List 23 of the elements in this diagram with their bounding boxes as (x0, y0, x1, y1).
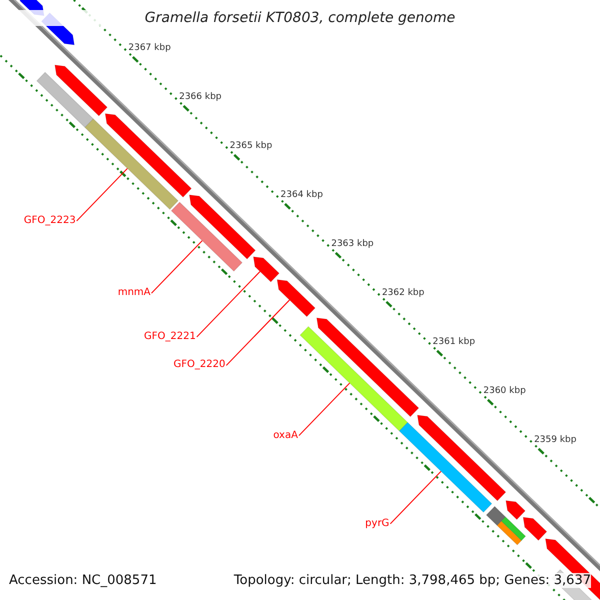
scale-label: 2362 kbp (382, 288, 424, 298)
leader-line (196, 270, 261, 338)
scale-label: 2364 kbp (280, 190, 323, 200)
scale-label: 2359 kbp (534, 435, 576, 446)
scale-label: 2367 kbp (128, 43, 171, 54)
gene-label: GFO_2220 (173, 359, 226, 372)
scale-label: 2363 kbp (331, 239, 374, 250)
leader-line (151, 240, 203, 294)
accession-text: Accession: NC_008571 (9, 573, 157, 588)
gene-label: GFO_2221 (144, 330, 196, 343)
scale-label: 2366 kbp (179, 92, 222, 102)
scale-label: 2361 kbp (432, 337, 476, 348)
gene-label: oxaA (273, 430, 298, 442)
scale-label: 2360 kbp (483, 386, 526, 396)
gene-label: pyrG (365, 518, 390, 530)
gene-label: mnmA (118, 287, 150, 300)
leader-line (390, 470, 442, 524)
leader-line (226, 299, 290, 366)
leader-line (76, 168, 128, 222)
gene-label: GFO_2223 (24, 214, 76, 227)
scale-label: 2365 kbp (230, 141, 272, 152)
genome-summary-text: Topology: circular; Length: 3,798,465 bp; Genes: 3,637 (234, 573, 591, 588)
leader-line (298, 382, 350, 436)
